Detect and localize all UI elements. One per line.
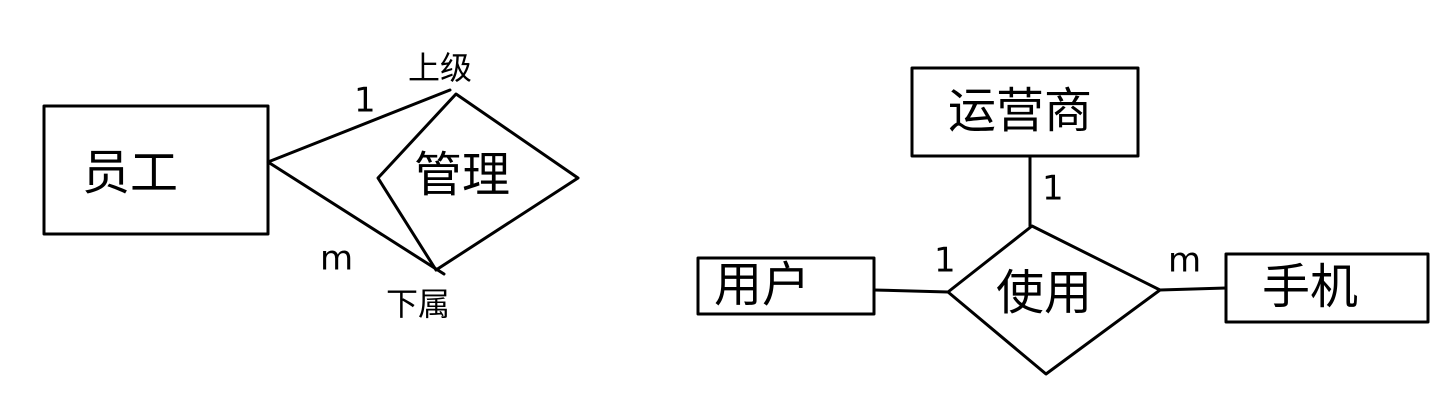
cardinality-phone-label: m — [1168, 241, 1201, 281]
role-superior-label: 上级 — [408, 49, 472, 87]
entity-user-box — [696, 256, 876, 316]
cardinality-operator-label: 1 — [1042, 169, 1064, 209]
entity-user-label: 用户 — [714, 257, 810, 313]
cardinality-user-label: 1 — [934, 241, 956, 281]
entity-phone-label: 手机 — [1262, 259, 1358, 315]
cardinality-lower-label: m — [320, 239, 353, 279]
line-use-to-phone — [1158, 286, 1228, 292]
role-subordinate-label: 下属 — [386, 285, 450, 323]
cardinality-upper-label: 1 — [354, 81, 376, 121]
entity-operator-box — [910, 66, 1140, 158]
line-employee-to-subordinate — [266, 160, 446, 276]
relationship-use-label: 使用 — [996, 265, 1092, 321]
line-employee-to-superior — [266, 88, 452, 164]
entity-employee-box — [42, 104, 270, 236]
relationship-use-diamond — [946, 224, 1162, 376]
diagram-phone-usage: 运营商 用户 手机 使用 1 1 m — [696, 66, 1430, 376]
entity-employee-label: 员工 — [82, 145, 178, 201]
entity-operator-label: 运营商 — [948, 83, 1092, 139]
relationship-manage-label: 管理 — [414, 147, 510, 203]
diagram-employee-management: 员工 管理 上级 下属 1 m — [42, 49, 580, 323]
relationship-manage-diamond — [376, 92, 580, 272]
line-user-to-use — [872, 288, 950, 294]
